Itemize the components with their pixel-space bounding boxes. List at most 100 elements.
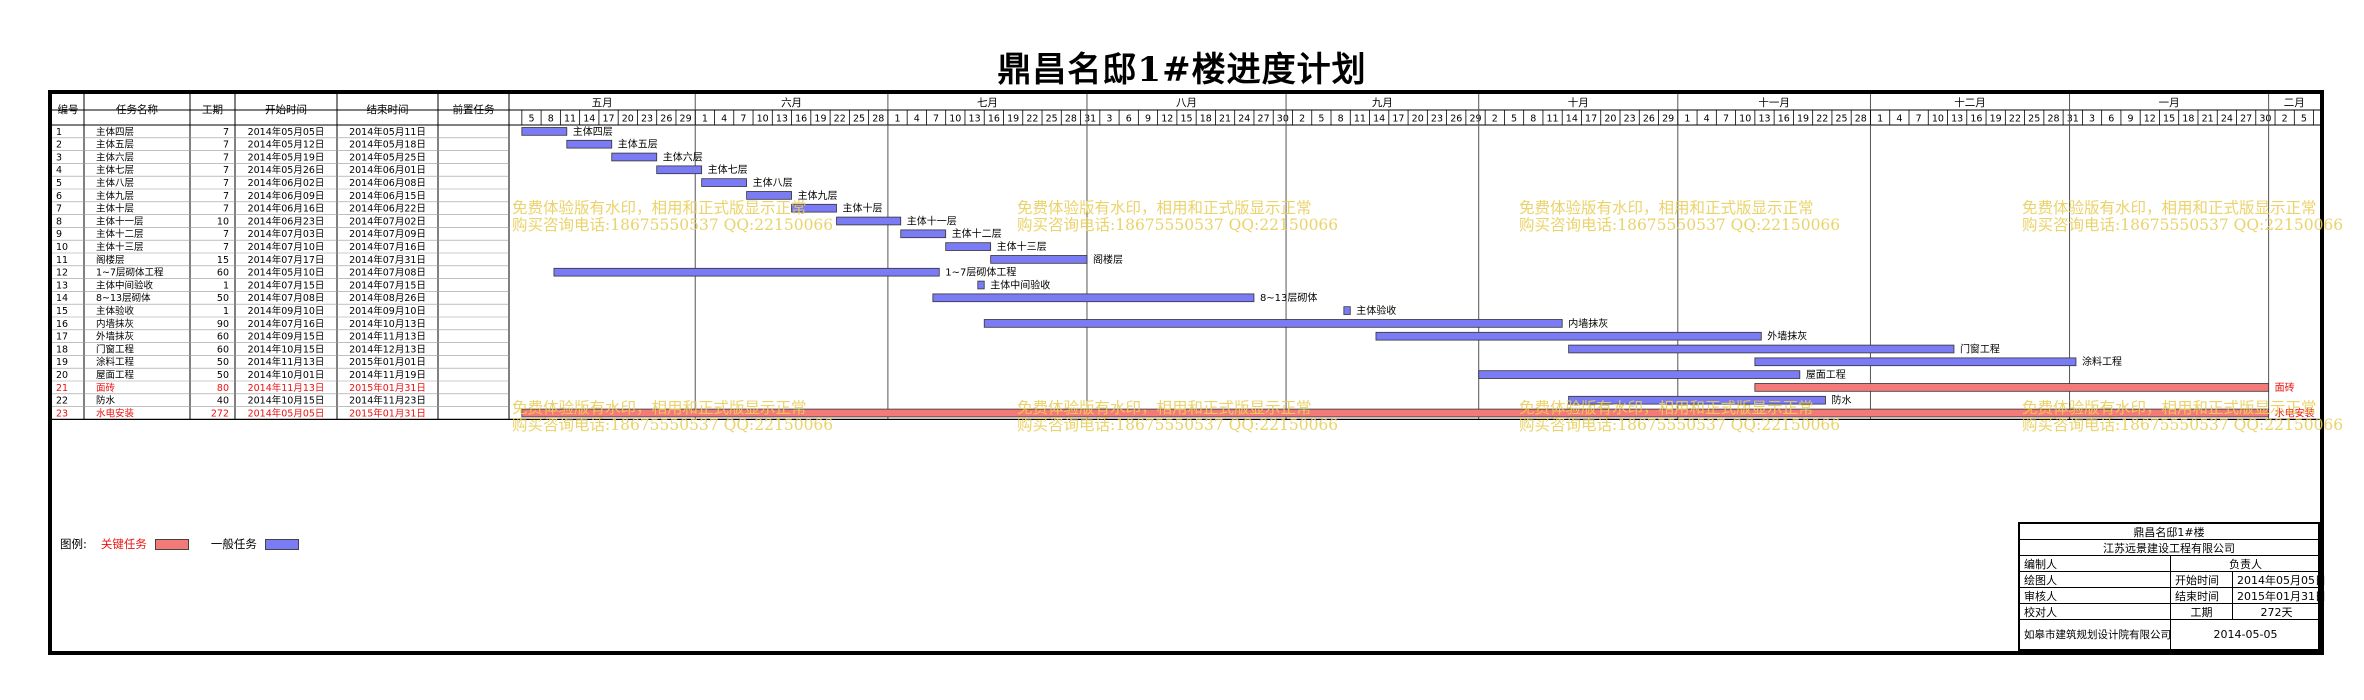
task-start: 2014年07月08日	[248, 292, 325, 304]
task-end: 2015年01月31日	[349, 407, 426, 419]
day-label: 21	[1219, 114, 1231, 125]
task-duration: 60	[217, 344, 229, 355]
day-label: 22	[2009, 114, 2021, 125]
task-end: 2014年05月18日	[349, 139, 426, 151]
day-label: 11	[1354, 114, 1366, 125]
month-label: 十月	[1568, 96, 1589, 109]
day-label: 30	[1277, 114, 1289, 125]
task-start: 2014年06月02日	[248, 177, 325, 189]
task-bar	[791, 203, 837, 213]
day-label: 30	[2259, 114, 2271, 125]
tb-duration-label: 工期	[2170, 604, 2232, 619]
day-label: 5	[1511, 114, 1517, 125]
task-duration: 80	[217, 383, 229, 394]
task-name: 8~13层砌体	[96, 292, 151, 304]
task-id: 6	[56, 191, 62, 202]
task-bar	[932, 293, 1255, 303]
day-label: 25	[1836, 114, 1848, 125]
task-duration: 7	[223, 152, 229, 163]
day-label: 10	[1932, 114, 1944, 125]
task-start: 2014年07月03日	[248, 228, 325, 240]
day-label: 29	[680, 114, 692, 125]
task-id: 14	[56, 293, 68, 304]
tb-company: 江苏远景建设工程有限公司	[2103, 541, 2235, 555]
day-label: 6	[2108, 114, 2114, 125]
task-duration: 50	[217, 293, 229, 304]
task-bar-label: 面砖	[2275, 381, 2295, 394]
day-label: 8	[1338, 114, 1344, 125]
task-end: 2014年07月09日	[349, 228, 426, 240]
task-id: 17	[56, 332, 68, 343]
day-label: 26	[1643, 114, 1655, 125]
day-label: 13	[1758, 114, 1770, 125]
tb-drafter-label: 绘图人	[2024, 573, 2057, 587]
day-label: 7	[1916, 114, 1922, 125]
task-duration: 60	[217, 268, 229, 279]
day-label: 31	[2067, 114, 2079, 125]
task-name: 阁楼层	[96, 254, 125, 266]
task-bar	[566, 139, 613, 149]
task-start: 2014年10月01日	[248, 369, 325, 381]
task-bar	[553, 267, 940, 277]
month-label: 一月	[2159, 97, 2180, 109]
task-end: 2015年01月01日	[349, 356, 426, 368]
day-label: 27	[1258, 114, 1270, 125]
day-label: 8	[548, 114, 554, 125]
day-label: 4	[1896, 114, 1902, 125]
day-label: 18	[2182, 114, 2194, 125]
task-duration: 60	[217, 332, 229, 343]
month-label: 七月	[977, 97, 998, 109]
day-label: 10	[949, 114, 961, 125]
task-name: 涂料工程	[96, 356, 135, 368]
page-title: 鼎昌名邸1#楼进度计划	[997, 50, 1367, 90]
task-duration: 40	[217, 396, 229, 407]
task-bar-label: 门窗工程	[1960, 342, 2000, 355]
day-label: 6	[1126, 114, 1132, 125]
task-bar	[1375, 331, 1762, 341]
day-label: 16	[1778, 114, 1790, 125]
day-label: 13	[776, 114, 788, 125]
task-bar-label: 主体四层	[573, 126, 613, 138]
day-label: 5	[1318, 114, 1324, 125]
month-label: 九月	[1372, 97, 1393, 109]
task-name: 防水	[96, 395, 116, 407]
legend: 图例: 关键任务 一般任务	[60, 536, 299, 552]
task-start: 2014年05月05日	[248, 126, 325, 138]
task-id: 4	[56, 165, 62, 176]
task-id: 22	[56, 396, 68, 407]
task-name: 水电安装	[96, 407, 135, 419]
task-bar	[1568, 395, 1826, 405]
task-bar-label: 屋面工程	[1806, 369, 1846, 381]
task-start: 2014年07月17日	[248, 254, 325, 266]
task-name: 主体中间验收	[96, 279, 154, 291]
day-label: 16	[795, 114, 807, 125]
day-label: 10	[1739, 114, 1751, 125]
day-label: 19	[1007, 114, 1019, 125]
day-label: 24	[1238, 114, 1250, 125]
task-end: 2014年06月01日	[349, 164, 426, 176]
day-label: 20	[622, 114, 634, 125]
task-bar-label: 8~13层砌体	[1260, 292, 1317, 304]
task-id: 8	[56, 216, 62, 227]
task-bar	[746, 191, 792, 200]
task-duration: 50	[217, 357, 229, 368]
task-bar	[900, 229, 947, 239]
task-end: 2014年12月13日	[349, 343, 426, 355]
day-label: 26	[1450, 114, 1462, 125]
task-bar	[983, 319, 1563, 328]
tb-end-label: 结束时间	[2170, 588, 2232, 603]
task-bar	[521, 408, 2270, 418]
day-label: 27	[2240, 114, 2252, 125]
task-duration: 10	[217, 216, 229, 227]
day-label: 14	[1566, 114, 1578, 125]
task-start: 2014年06月16日	[248, 203, 325, 215]
day-label: 28	[1855, 114, 1867, 125]
day-label: 24	[2221, 114, 2233, 125]
task-start: 2014年06月09日	[248, 190, 325, 202]
task-start: 2014年05月26日	[248, 164, 325, 176]
day-label: 23	[641, 114, 653, 125]
day-label: 28	[1065, 114, 1077, 125]
day-label: 25	[2028, 114, 2040, 125]
